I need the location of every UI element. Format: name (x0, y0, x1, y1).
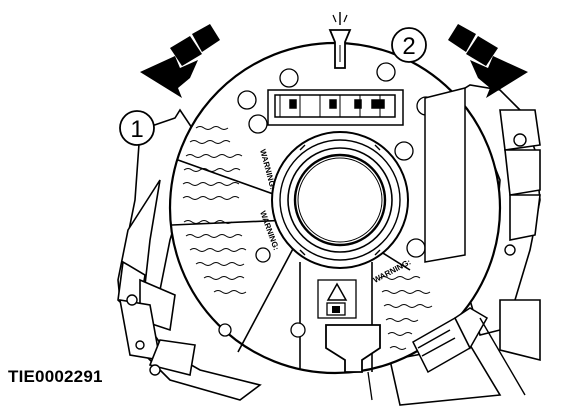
bottom-tab (325, 324, 381, 373)
figure-code: TIE0002291 (8, 367, 103, 386)
warning-label-left-lower (183, 220, 247, 294)
airbag-warning-icon (317, 279, 357, 319)
leader-line (479, 317, 526, 396)
alignment-key (328, 12, 352, 69)
column-housing (117, 84, 541, 406)
side-window (424, 87, 466, 263)
rotation-arrow-right (448, 24, 528, 98)
housing-bolts (126, 133, 527, 376)
top-connector (267, 89, 404, 126)
callout-2: 2 (391, 27, 427, 63)
leader-line-lower (367, 371, 373, 401)
callout-1: 1 (119, 110, 155, 146)
callout-2-number: 2 (402, 33, 415, 60)
warning-label-right-lower (379, 276, 433, 350)
center-bore (271, 131, 409, 269)
warning-label-upper-left (182, 126, 243, 200)
lower-connector (412, 307, 489, 374)
callout-1-number: 1 (130, 116, 143, 143)
rotation-arrow-left (140, 24, 220, 98)
